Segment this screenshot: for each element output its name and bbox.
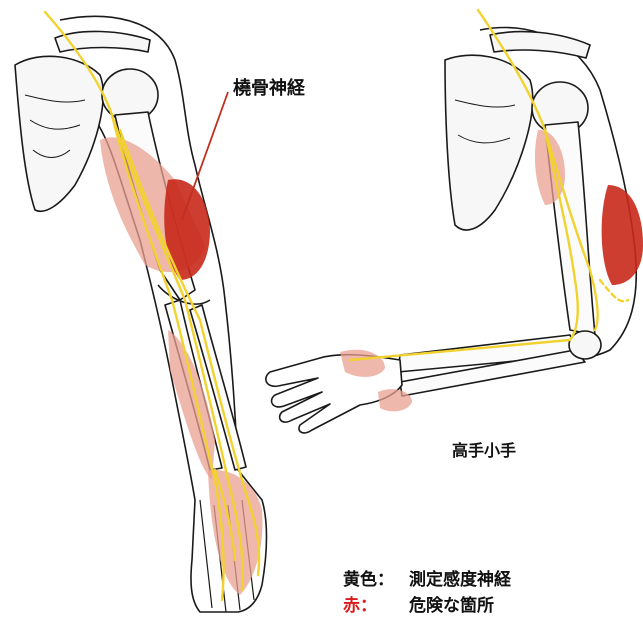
legend-item-yellow: 黄色：測定感度神経 xyxy=(343,567,511,593)
pose-name-label: 高手小手 xyxy=(452,437,516,461)
right-clavicle xyxy=(490,32,590,58)
left-scapula xyxy=(15,56,103,211)
legend-item-red: 赤：危険な箇所 xyxy=(343,593,511,619)
danger-zone-upper-arm-dark xyxy=(602,185,643,285)
danger-zone-palm xyxy=(340,350,385,377)
legend-value-yellow: 測定感度神経 xyxy=(409,570,511,590)
nerve-name-label: 橈骨神経 xyxy=(233,74,305,100)
right-arm-figure xyxy=(266,28,636,433)
legend-key-red: 赤： xyxy=(343,593,409,619)
legend: 黄色：測定感度神経 赤：危険な箇所 xyxy=(343,567,511,619)
legend-key-yellow: 黄色： xyxy=(343,567,409,593)
legend-value-red: 危険な箇所 xyxy=(409,596,494,616)
